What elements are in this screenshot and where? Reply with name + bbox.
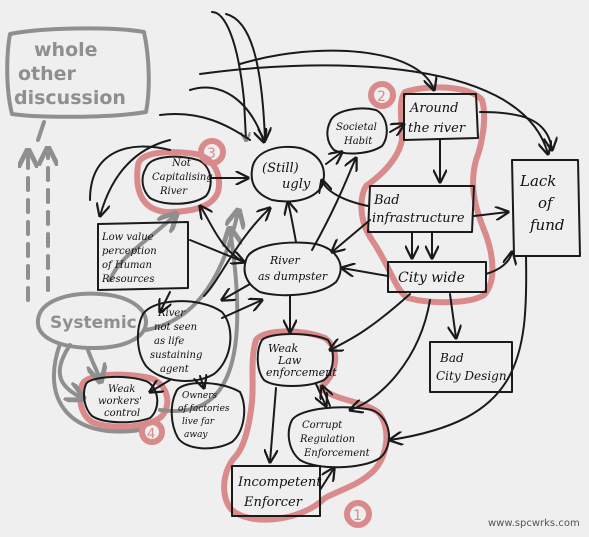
watermark: www.spcwrks.com [488, 518, 580, 529]
svg-text:2: 2 [377, 89, 386, 105]
node-river-not-seen: River not seen as life sustaining agent [150, 308, 202, 375]
node-weak-law-outline [256, 333, 334, 387]
node-outlines [83, 93, 581, 517]
svg-text:agent: agent [160, 364, 190, 375]
svg-text:Incompetent: Incompetent [237, 475, 322, 490]
node-low-value-perception: Low value perception of Human Resources [101, 232, 157, 285]
node-incompetent-outline [231, 465, 321, 517]
node-owners-of-factories: Owners of factories live far away [178, 391, 230, 440]
svg-text:perception: perception [102, 246, 157, 257]
svg-text:Low value: Low value [101, 232, 154, 243]
svg-text:Lack: Lack [519, 172, 556, 190]
node-weak-workers-control: Weak workers' control [98, 384, 142, 419]
node-bad-city-design: Bad City Design [436, 351, 507, 383]
svg-text:not seen: not seen [154, 322, 197, 333]
node-owners-outline [170, 382, 246, 450]
node-bad-infrastructure-outline [367, 185, 475, 233]
node-low-value-outline [97, 221, 189, 291]
svg-text:Societal: Societal [336, 122, 377, 133]
highlight-region-4 [77, 371, 171, 430]
svg-text:4: 4 [147, 427, 155, 442]
svg-text:enforcement: enforcement [266, 366, 337, 379]
svg-text:away: away [184, 430, 208, 440]
svg-text:Habit: Habit [343, 136, 373, 147]
svg-text:of Human: of Human [102, 260, 152, 271]
svg-text:River: River [159, 186, 188, 197]
node-city-wide: City wide [398, 270, 465, 286]
svg-text:1: 1 [353, 508, 362, 524]
svg-text:infrastructure: infrastructure [372, 211, 465, 226]
svg-text:as life: as life [154, 336, 184, 347]
node-incompetent-enforcer: Incompetent Enforcer [237, 475, 322, 510]
svg-text:Owners: Owners [182, 391, 218, 401]
svg-text:control: control [104, 408, 140, 419]
node-bad-infrastructure: Bad infrastructure [372, 193, 465, 226]
svg-text:workers': workers' [98, 396, 142, 407]
node-corrupt-outline [287, 406, 391, 469]
node-societal-habit: Societal Habit [336, 122, 377, 147]
svg-text:Corrupt: Corrupt [302, 420, 343, 431]
svg-text:fund: fund [529, 216, 564, 234]
node-systemic-label: Systemic [50, 313, 137, 333]
svg-text:Weak: Weak [268, 342, 298, 355]
node-lack-of-fund-outline [511, 159, 581, 257]
node-corrupt-regulation: Corrupt Regulation Enforcement [299, 420, 371, 459]
marker-2: 2 [368, 81, 396, 109]
node-whole-other-discussion: whole other discussion [14, 39, 126, 109]
svg-text:Law: Law [277, 354, 302, 367]
svg-text:whole: whole [34, 39, 98, 61]
node-river-as-dumpster-outline [243, 241, 342, 297]
svg-text:ugly: ugly [282, 177, 311, 192]
marker-4: 4 [139, 419, 165, 445]
node-systemic [35, 291, 148, 350]
marker-1: 1 [344, 500, 372, 528]
highlight-region-1 [221, 328, 390, 523]
node-river-not-seen-outline [136, 300, 232, 382]
highlight-region-2 [358, 84, 496, 306]
svg-text:3: 3 [207, 146, 216, 162]
svg-text:Not: Not [171, 158, 192, 169]
svg-text:River: River [269, 254, 301, 267]
svg-text:of: of [538, 194, 555, 212]
node-around-the-river: Around the river [408, 101, 466, 136]
svg-text:other: other [18, 63, 77, 85]
svg-text:Bad: Bad [439, 351, 464, 365]
svg-text:City Design: City Design [436, 369, 507, 383]
causal-arrows [89, 11, 552, 491]
svg-text:discussion: discussion [14, 87, 126, 109]
node-not-capitalising-river: Not Capitalising River [152, 158, 213, 197]
highlight-region-3 [134, 149, 222, 215]
svg-text:Capitalising: Capitalising [152, 172, 213, 183]
svg-text:of factories: of factories [178, 404, 230, 414]
svg-text:(Still): (Still) [262, 161, 299, 176]
node-not-capitalising-outline [141, 155, 212, 205]
svg-text:Regulation: Regulation [299, 434, 355, 445]
box-whole-other-discussion [5, 26, 151, 119]
node-bad-city-design-outline [429, 341, 513, 393]
node-weak-workers-outline [83, 375, 159, 424]
svg-text:Enforcer: Enforcer [243, 495, 303, 510]
node-river-as-dumpster: River as dumpster [258, 254, 328, 283]
node-city-wide-outline [387, 261, 487, 293]
svg-text:the river: the river [408, 121, 466, 136]
svg-text:live far: live far [182, 417, 215, 427]
svg-text:Resources: Resources [101, 274, 154, 285]
node-societal-habit-outline [326, 107, 388, 155]
svg-text:as dumpster: as dumpster [258, 270, 328, 283]
svg-text:Enforcement: Enforcement [303, 448, 371, 459]
svg-text:Around: Around [409, 101, 459, 116]
svg-text:River: River [157, 308, 186, 319]
svg-text:Weak: Weak [108, 384, 135, 395]
node-weak-law-enforcement: Weak Law enforcement [266, 342, 337, 379]
node-lack-of-fund: Lack of fund [519, 172, 564, 234]
node-still-ugly: (Still) ugly [262, 161, 311, 192]
marker-3: 3 [198, 138, 226, 166]
svg-text:Bad: Bad [373, 193, 400, 208]
svg-text:sustaining: sustaining [150, 350, 202, 361]
